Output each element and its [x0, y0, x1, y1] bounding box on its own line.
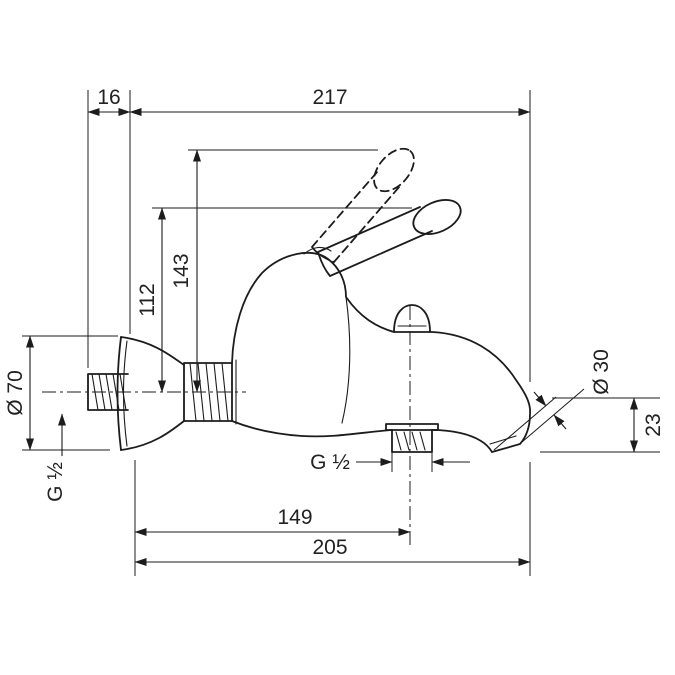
dim-16-extension-lines	[87, 90, 131, 368]
dim-dia30-arrow-upper	[533, 391, 547, 407]
diverter-knob	[391, 304, 433, 333]
escutcheon-profile	[120, 336, 185, 451]
dimension-205: 205	[134, 462, 531, 576]
lever-arm	[317, 206, 433, 277]
lever-handle-raised-position	[311, 147, 415, 263]
inlet-thread-connector	[87, 373, 129, 411]
dim-label-23: 23	[642, 413, 665, 436]
aerator-band	[489, 435, 517, 445]
dimension-flange-diameter: Ø 70	[4, 335, 118, 451]
dim-g12-outlet-extension-lines	[391, 452, 433, 472]
centerlines	[42, 306, 411, 546]
dimension-16: 16	[87, 86, 131, 368]
body-spout-bottom-outline	[231, 420, 493, 453]
dimension-143: 143	[170, 149, 378, 393]
lever-grip	[412, 199, 462, 235]
outlet-collar	[385, 423, 439, 431]
diverter-skirt	[391, 325, 433, 333]
body-seam	[341, 296, 351, 424]
inlet-nipple-outline	[87, 373, 129, 411]
outlet-tube	[391, 429, 433, 453]
dim-label-dia70: Ø 70	[4, 370, 27, 416]
lever-grip-raised	[373, 147, 415, 193]
outlet-thread-hatching	[395, 431, 426, 451]
wall-escutcheon	[116, 336, 185, 451]
dim-23-extension-lines	[540, 397, 660, 453]
dimension-217: 217	[129, 86, 531, 382]
dim-label-217: 217	[312, 86, 347, 109]
diverter-dome	[393, 304, 431, 333]
dimension-inlet-thread: G ½	[44, 413, 67, 502]
inlet-thread-hatching	[91, 373, 127, 411]
mixer-body	[231, 251, 531, 453]
body-spout-top-outline	[231, 251, 531, 453]
dim-label-g12-inlet: G ½	[44, 462, 67, 502]
escutcheon-rim-inner	[122, 340, 128, 447]
dim-label-112: 112	[136, 283, 159, 316]
lever-arm-raised	[311, 170, 401, 263]
dim-label-143: 143	[170, 253, 193, 288]
faucet-drawing	[87, 147, 531, 453]
dim-dia70-extension-lines	[22, 335, 118, 451]
lever-base-collar	[303, 246, 332, 255]
dimension-23: 23	[540, 397, 665, 453]
dim-label-dia30: Ø 30	[590, 349, 613, 395]
dim-label-16: 16	[97, 86, 120, 109]
dim-label-g12-outlet: G ½	[310, 451, 350, 474]
dim-label-205: 205	[312, 536, 347, 559]
dimension-spout-diameter: Ø 30	[493, 349, 613, 451]
dimension-112: 112	[136, 207, 412, 393]
lever-handle	[303, 199, 462, 277]
hose-outlet	[385, 423, 439, 453]
dimension-149: 149	[134, 460, 411, 576]
dim-dia30-arrow-lower	[553, 414, 567, 430]
escutcheon-rim	[116, 336, 122, 451]
dimension-outlet-thread: G ½	[310, 451, 470, 474]
dim-label-149: 149	[277, 506, 312, 529]
